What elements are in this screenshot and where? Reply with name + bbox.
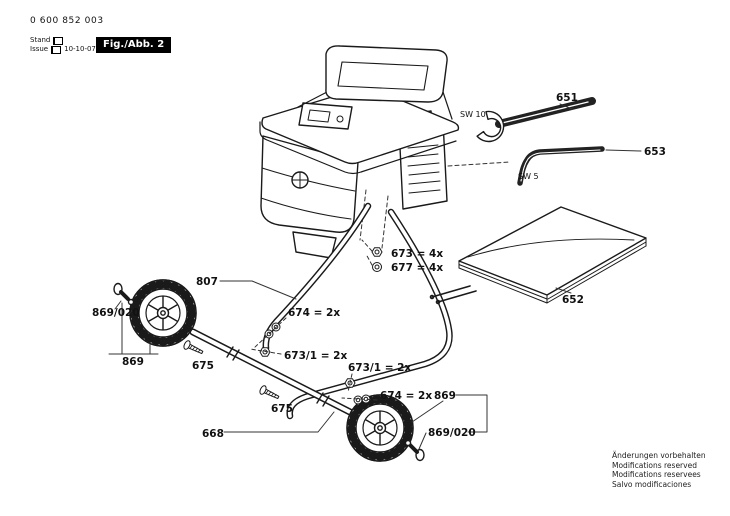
callout-869-020-right: 869/020 (428, 427, 476, 439)
callout-869-left: 869 (122, 356, 144, 368)
axle-illustration (189, 328, 354, 416)
callout-673-1-lower: 673/1 = 2x (348, 362, 411, 374)
washer-677-illustration (372, 262, 382, 272)
callout-677: 677 = 4x (391, 262, 443, 274)
collection-box-illustration (429, 206, 647, 305)
issue-info: Stand Issue 10-10-07 (30, 36, 96, 54)
issue-label: Issue (30, 45, 49, 53)
document-icon (51, 45, 62, 54)
legal-line-es: Salvo modificaciones (612, 479, 692, 489)
washer-674-lower-illustration (353, 394, 371, 405)
callout-668: 668 (202, 428, 224, 440)
legal-line-en: Modifications reserved (612, 460, 697, 470)
legal-line-fr: Modifications reservees (612, 470, 701, 479)
legal-notice: Änderungen vorbehalten Modifications res… (612, 451, 706, 489)
hopper-illustration (297, 45, 453, 120)
motor-housing-illustration (260, 135, 359, 259)
figure-label: Fig./Abb. 2 (96, 37, 172, 53)
leader-lines (108, 103, 642, 450)
dashed-leader-lines (249, 239, 378, 401)
callout-labels: 651 SW 10 653 SW 5 652 673 = 4x 677 = 4x… (92, 92, 666, 440)
right-wheel-cap-illustration (404, 439, 425, 462)
wrench-illustration (476, 97, 596, 143)
callout-869-020-left: 869/020 (92, 307, 140, 319)
left-wheel-illustration (129, 279, 197, 347)
callout-673-1-upper: 673/1 = 2x (284, 350, 347, 362)
issue-date: 10-10-07 (64, 45, 96, 53)
callout-673: 673 = 4x (391, 248, 443, 260)
screw-675-lower-illustration (259, 385, 280, 400)
callout-674-lower: 674 = 2x (380, 390, 432, 402)
stand-label: Stand (30, 36, 51, 44)
deck-illustration (259, 86, 460, 175)
screw-675-upper-illustration (183, 340, 204, 355)
left-wheel-cap-illustration (113, 282, 135, 306)
right-wheel-illustration (346, 394, 414, 462)
callout-652: 652 (562, 294, 584, 306)
hex-key-illustration (517, 146, 605, 186)
label-sw10: SW 10 (460, 110, 486, 119)
callout-651: 651 (556, 92, 578, 104)
callout-675-lower: 675 (271, 403, 293, 415)
callout-869-right: 869 (434, 390, 456, 402)
nut-673-illustration (371, 247, 383, 257)
callout-675-upper: 675 (192, 360, 214, 372)
document-icon (53, 36, 64, 45)
part-number: 0 600 852 003 (30, 16, 104, 26)
callout-674-upper: 674 = 2x (288, 307, 340, 319)
label-sw5: SW 5 (518, 172, 539, 181)
callout-653: 653 (644, 146, 666, 158)
legal-line-de: Änderungen vorbehalten (612, 451, 706, 460)
callout-807: 807 (196, 276, 218, 288)
